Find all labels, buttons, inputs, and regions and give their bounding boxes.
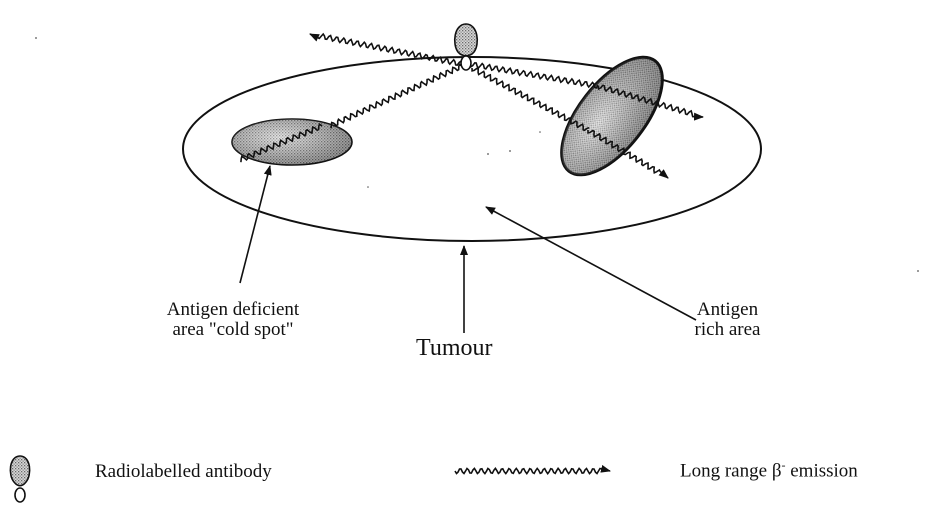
tumour-label: Tumour: [416, 336, 492, 361]
cold-spot-label-line1: Antigen deficient: [133, 300, 333, 320]
antigen-rich-pointer: [486, 207, 696, 320]
legend-antibody-label: Radiolabelled antibody: [95, 462, 272, 482]
specks: [35, 37, 919, 272]
antigen-rich-area: [543, 41, 681, 192]
legend-emission-label: Long range β- emission: [680, 459, 858, 481]
emission-path-to-cold-spot: [331, 64, 462, 128]
legend-emission-suffix: emission: [785, 460, 857, 481]
cold-spot-pointer: [240, 166, 270, 283]
antigen-rich-label: Antigen rich area: [675, 300, 780, 340]
wavy-arrow-icon: [455, 468, 610, 473]
legend-wavy-arrow: [455, 468, 610, 473]
antigen-rich-label-line1: Antigen: [675, 300, 780, 320]
cold-spot-label: Antigen deficient area "cold spot": [133, 300, 333, 340]
cold-spot-area: [232, 119, 352, 165]
antigen-rich-label-line2: rich area: [675, 320, 780, 340]
legend-emission-prefix: Long range: [680, 460, 772, 481]
cold-spot-label-line2: area "cold spot": [133, 320, 333, 340]
legend-antibody-icon: [10, 456, 29, 502]
